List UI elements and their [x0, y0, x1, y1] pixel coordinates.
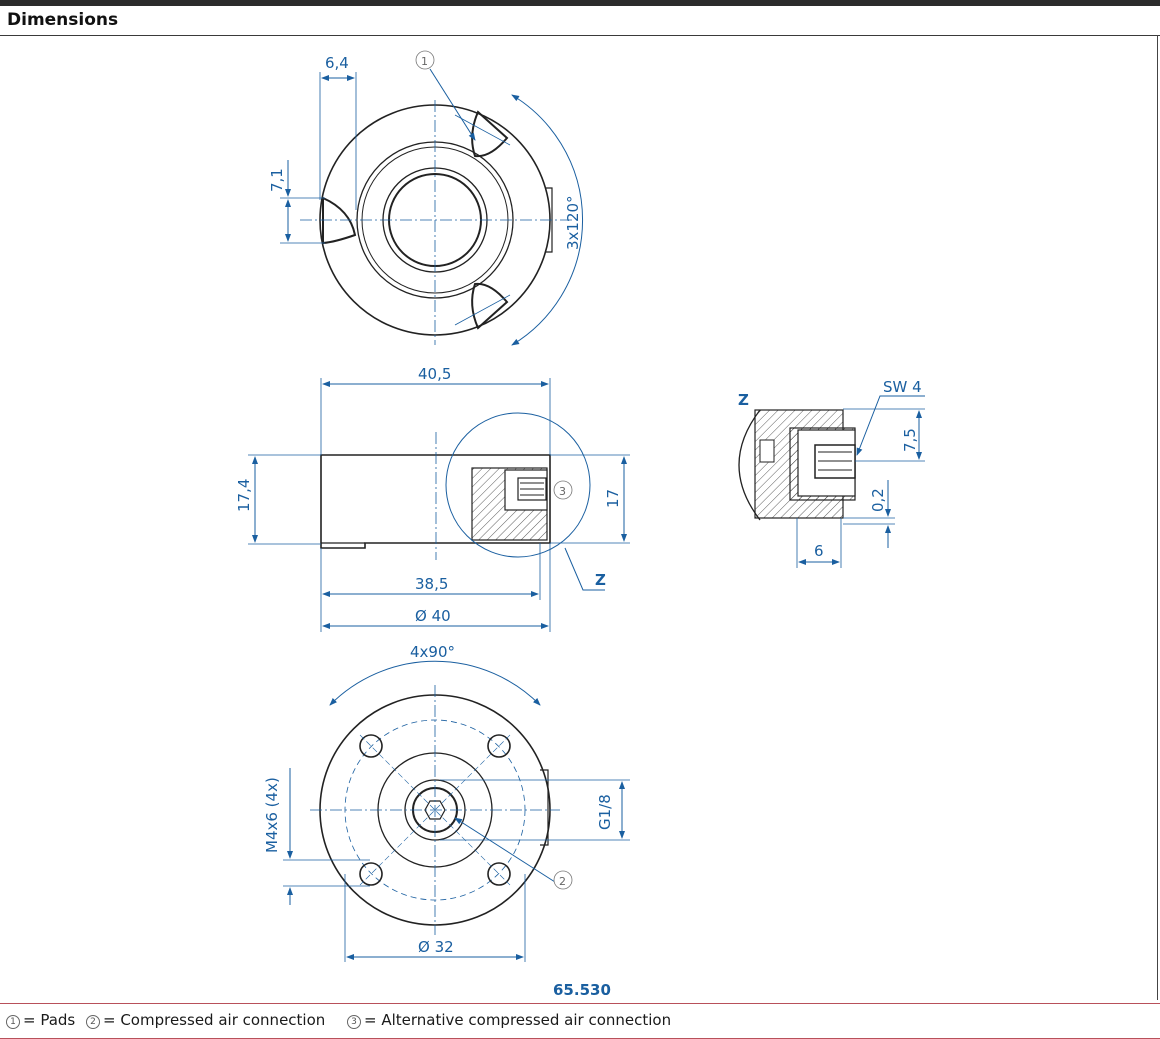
pad-width-label: 6,4: [325, 54, 349, 72]
detail-ref-label: Z: [595, 571, 606, 589]
legend-pads-text: = Pads: [23, 1011, 76, 1029]
mount-hole-tr: [487, 734, 511, 758]
legend-air: 2= Compressed air connection: [86, 1011, 325, 1029]
bolt-circle-label: Ø 32: [418, 938, 454, 956]
thread-label: M4x6 (4x): [263, 777, 281, 853]
top-rule: [0, 0, 1160, 6]
mount-hole-bl: [359, 862, 383, 886]
detail-width-label: 6: [814, 542, 824, 560]
port-label: G1/8: [596, 794, 614, 830]
mount-hole-tl: [359, 734, 383, 758]
callout-alt-air: 3: [559, 485, 566, 498]
detail-circle: [445, 412, 591, 558]
detail-view-z: Z 7,5 SW 4 0,2 6: [738, 378, 925, 568]
height-label: 17,4: [235, 479, 253, 512]
mount-hole-br: [487, 862, 511, 886]
section-title: Dimensions: [7, 10, 119, 30]
width-top-label: 40,5: [418, 365, 451, 383]
bottom-view: 4x90° M4x6 (4x) G1/8 Ø 32 2: [263, 643, 630, 962]
pad-bottom: [471, 282, 509, 330]
frame-right-edge: [1157, 35, 1158, 1000]
legend: 1= Pads 2= Compressed air connection 3= …: [0, 1003, 1160, 1039]
wrench-label: SW 4: [883, 378, 922, 396]
part-number: 65.530: [553, 981, 611, 999]
legend-alt-air-num: 3: [347, 1015, 361, 1029]
pad-offset-label: 7,1: [268, 168, 286, 192]
legend-air-text: = Compressed air connection: [103, 1011, 326, 1029]
callout-air: 2: [559, 875, 566, 888]
top-view: 6,4 7,1 3x120° 1: [268, 50, 584, 346]
legend-alt-air-text: = Alternative compressed air connection: [364, 1011, 672, 1029]
technical-drawing: 6,4 7,1 3x120° 1 40,5 17,: [235, 50, 925, 999]
detail-title: Z: [738, 391, 749, 409]
diameter-label: Ø 40: [415, 607, 451, 625]
depth-label: 7,5: [901, 428, 919, 452]
side-view: 40,5 17,4 17 3 38,5 Ø 40 Z: [235, 365, 630, 632]
height-right-label: 17: [604, 489, 622, 508]
legend-pads: 1= Pads: [6, 1011, 75, 1029]
gap-label: 0,2: [869, 488, 887, 512]
pad-left: [322, 196, 357, 245]
legend-pads-num: 1: [6, 1015, 20, 1029]
pad-angle-label: 3x120°: [564, 195, 582, 250]
callout-pads: 1: [421, 55, 428, 68]
legend-air-num: 2: [86, 1015, 100, 1029]
width-inner-label: 38,5: [415, 575, 448, 593]
legend-alt-air: 3= Alternative compressed air connection: [347, 1011, 671, 1029]
pad-top: [471, 110, 509, 158]
hole-angle-label: 4x90°: [410, 643, 455, 661]
section-header: Dimensions: [0, 6, 1160, 36]
